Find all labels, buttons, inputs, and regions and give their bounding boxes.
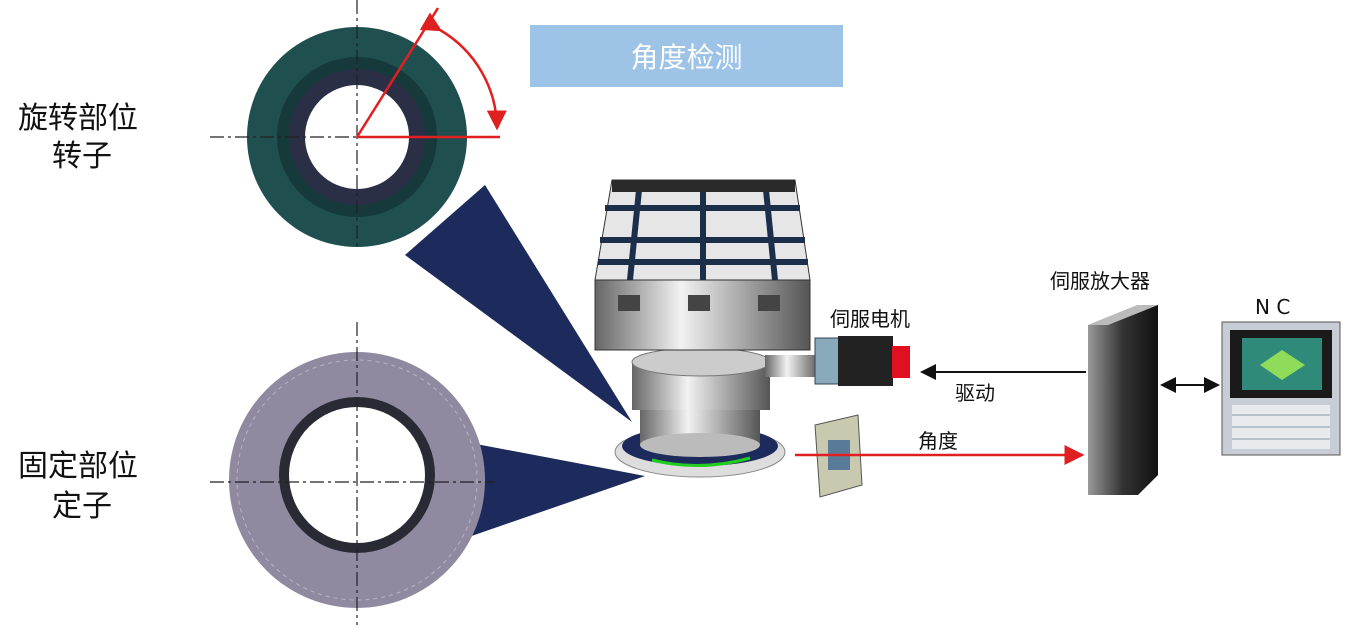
nc-controller-image	[1221, 321, 1341, 456]
angle-indicator	[355, 7, 507, 139]
stator-label-line2: 定子	[52, 489, 112, 524]
rotor-projection	[405, 185, 632, 422]
stator-projection	[455, 440, 645, 540]
rotor-label-line2: 转子	[52, 139, 112, 174]
servo-amplifier-label: 伺服放大器	[1050, 269, 1150, 293]
rotor-label-line1: 旋转部位	[18, 101, 138, 136]
stator-label-line1: 固定部位	[18, 449, 138, 484]
center-lines	[210, 0, 500, 625]
servo-motor-label: 伺服电机	[830, 307, 910, 331]
angle-label: 角度	[918, 429, 958, 453]
rotary-table-machine	[594, 179, 820, 478]
drive-label: 驱动	[955, 381, 995, 405]
nc-label: N C	[1255, 295, 1291, 319]
servo-amplifier-image	[1088, 305, 1158, 495]
angle-detection-title: 角度检测	[530, 25, 843, 87]
servo-motor-image	[814, 336, 910, 386]
